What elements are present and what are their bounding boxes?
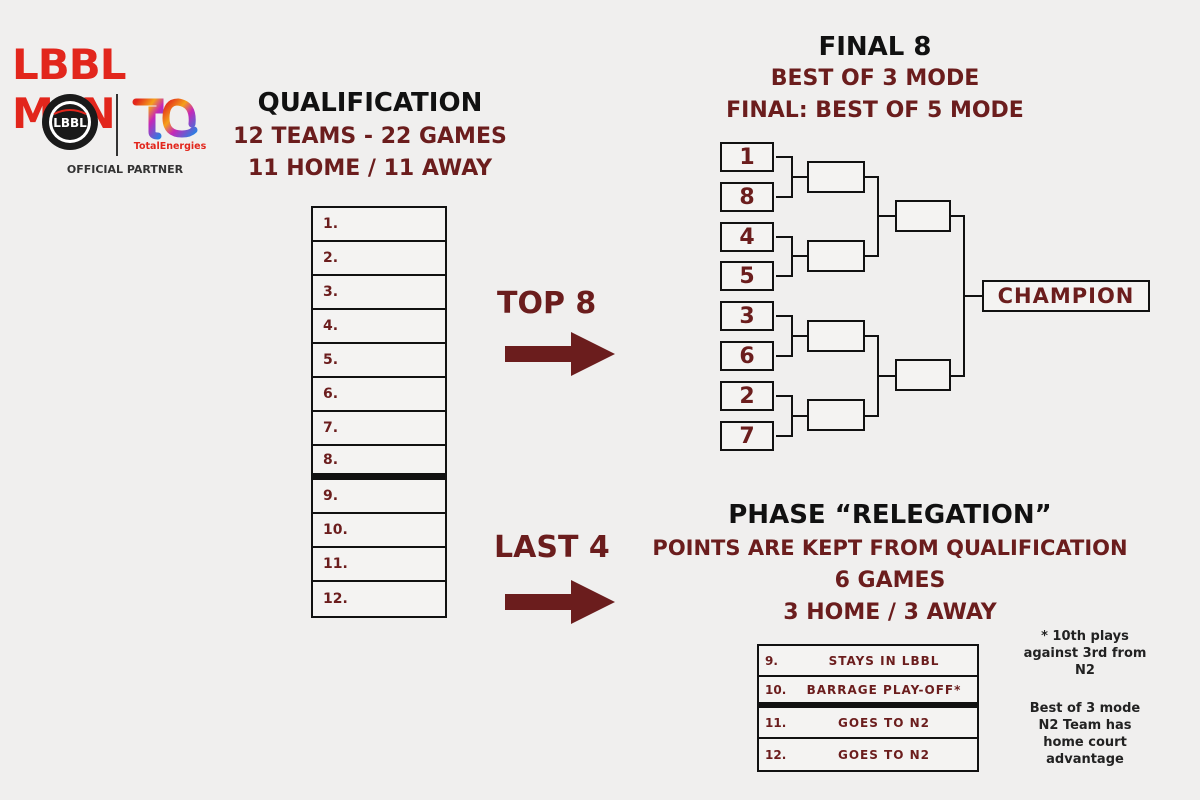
standings-row-12: 12. [323,591,348,607]
seed-4: 4 [720,222,774,252]
relegation-row-12: 12. GOES TO N2 [759,739,977,770]
relegation-home-away: 3 HOME / 3 AWAY [783,600,997,625]
right-arrow-icon [505,580,615,624]
relegation-row-outcome: GOES TO N2 [837,715,931,730]
seed-2: 2 [720,381,774,411]
relegation-row-outcome: BARRAGE PLAY-OFF* [806,682,962,697]
right-arrow-icon [505,332,615,376]
final8-title: FINAL 8 [818,32,932,62]
relegation-row-10: 10. BARRAGE PLAY-OFF* [759,677,977,708]
qualification-teams-games: 12 TEAMS - 22 GAMES [233,124,507,149]
relegation-row-number: 9. [765,653,778,668]
footnote-barrage: * 10th plays against 3rd from N2 [1023,629,1147,678]
relegation-row-number: 11. [765,715,787,730]
relegation-row-9: 9. STAYS IN LBBL [759,646,977,677]
seed-3: 3 [720,301,774,331]
seed-5: 5 [720,261,774,291]
relegation-title: PHASE “RELEGATION” [728,500,1052,530]
relegation-row-number: 12. [765,747,787,762]
qualification-standings-table: 1. 2. 3. 4. 5. 6. 7. 8. 9. 10. 11. 12. [311,206,447,618]
relegation-table: 9. STAYS IN LBBL 10. BARRAGE PLAY-OFF* 1… [757,644,979,772]
playoff-bracket: 1 8 4 5 3 6 2 7 CHAMPION [700,130,1160,460]
standings-row-6: 6. [313,378,445,412]
relegation-row-outcome: GOES TO N2 [837,747,931,762]
totalenergies-logo: TotalEnergies [130,92,208,152]
logo-divider [116,94,118,156]
relegation-games: 6 GAMES [834,568,946,593]
lbbl-badge-logo: LBBL [40,92,100,152]
footnote-barrage-mode: Best of 3 mode N2 Team has home court ad… [1029,701,1141,767]
top8-label: TOP 8 [497,286,597,321]
seed-8: 8 [720,182,774,212]
standings-row-2: 2. [313,242,445,276]
qualification-home-away: 11 HOME / 11 AWAY [247,156,493,181]
last4-label: LAST 4 [494,530,610,565]
standings-row-5: 5. [313,344,445,378]
standings-row-10: 10. [313,514,445,548]
standings-row-9: 9. [313,480,445,514]
relegation-row-number: 10. [765,682,787,697]
official-partner-label: OFFICIAL PARTNER [66,163,184,176]
standings-row-8: 8. [313,446,445,480]
relegation-row-11: 11. GOES TO N2 [759,708,977,739]
standings-row-11: 11. [313,548,445,582]
final8-final-mode: FINAL: BEST OF 5 MODE [726,98,1024,123]
champion-box: CHAMPION [982,280,1150,312]
qualification-title: QUALIFICATION [257,88,483,118]
standings-row-3: 3. [313,276,445,310]
seed-7: 7 [720,421,774,451]
partner-name: TotalEnergies [134,141,207,152]
standings-row-7: 7. [313,412,445,446]
bracket-lines [776,156,982,437]
standings-row-4: 4. [313,310,445,344]
badge-text: LBBL [53,116,87,130]
seed-1: 1 [720,142,774,172]
standings-row-1: 1. [313,208,445,242]
seed-6: 6 [720,341,774,371]
final8-mode: BEST OF 3 MODE [770,66,980,91]
relegation-row-outcome: STAYS IN LBBL [828,653,940,668]
relegation-points-note: POINTS ARE KEPT FROM QUALIFICATION [652,536,1128,560]
